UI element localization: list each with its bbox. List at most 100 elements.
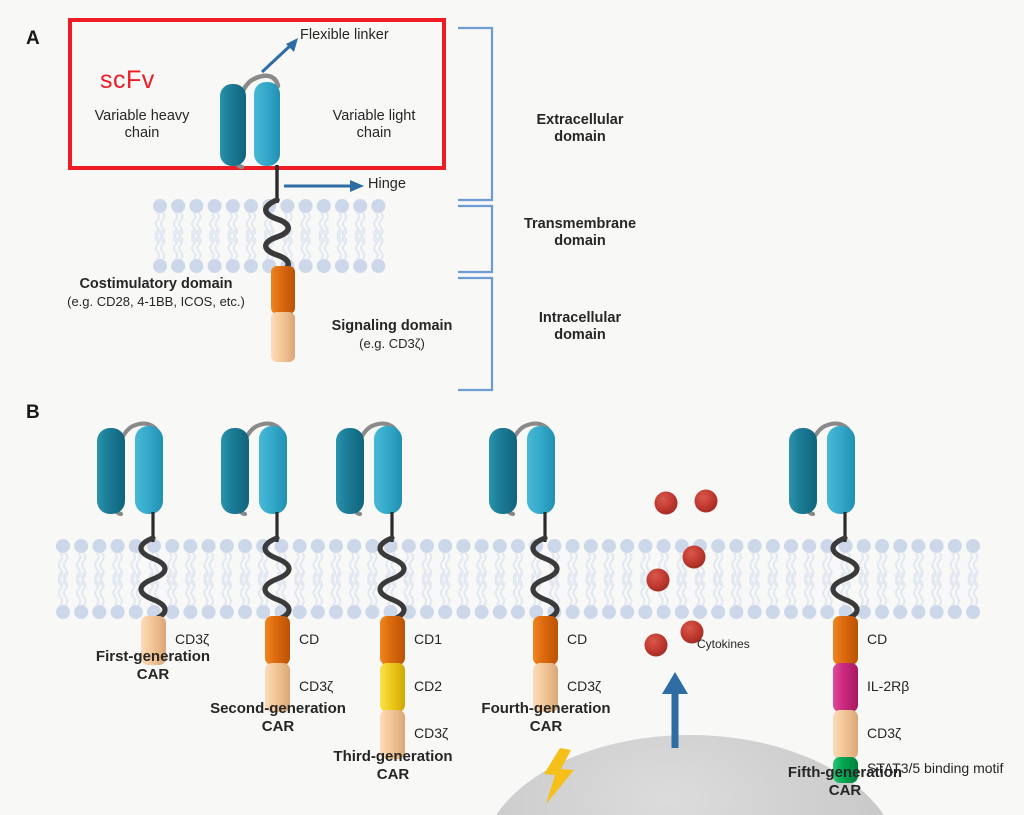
- flexible-linker-arrow: [260, 38, 298, 74]
- scfv-graphic: [336, 421, 402, 517]
- bracket-transmembrane: [458, 204, 494, 274]
- flexible-linker-label: Flexible linker: [300, 27, 389, 43]
- bracket-label-intracellular: Intracellular domain: [500, 310, 660, 344]
- scfv-graphic: [489, 421, 555, 517]
- cytokine-dots-group: [644, 489, 718, 657]
- intracellular-domain-stack: [532, 616, 558, 712]
- transmembrane-helix: [377, 535, 407, 623]
- variable-light-chain-barrel: [259, 426, 287, 514]
- intracellular-domains-panel-a: [271, 266, 295, 362]
- hinge-stalk-panel-a: [275, 165, 279, 203]
- panel-a-letter: A: [26, 28, 41, 49]
- domain-segment: [264, 616, 290, 665]
- transmembrane-line-1: Transmembrane: [523, 216, 637, 232]
- helix-coil: [530, 535, 560, 623]
- bracket-intracellular: [458, 276, 494, 392]
- domain-segment: [832, 710, 858, 759]
- domain-segment: [532, 616, 558, 665]
- cytokine-dot: [694, 489, 718, 513]
- scfv-graphic: [97, 421, 163, 517]
- variable-heavy-chain-barrel: [97, 428, 125, 514]
- membrane-panel-b: [56, 539, 980, 619]
- bracket-extracellular: [458, 26, 494, 202]
- variable-heavy-chain-barrel: [789, 428, 817, 514]
- cytokine-dot: [654, 491, 678, 515]
- scfv-highlight-box: [68, 18, 446, 170]
- domain-segment: [832, 663, 858, 712]
- costimulatory-title: Costimulatory domain: [79, 276, 233, 292]
- transmembrane-helix-panel-a: [263, 197, 291, 277]
- domain-segment: [532, 663, 558, 712]
- car-name-line-1: First-generation: [95, 648, 211, 665]
- variable-light-chain-barrel: [254, 82, 280, 166]
- car-name-line-2: CAR: [376, 765, 410, 783]
- domain-segment-label: IL-2Rβ: [867, 677, 910, 694]
- domain-segment-label: CD3ζ: [567, 677, 602, 694]
- intracellular-domain-stack: [264, 616, 290, 712]
- car-name-line-2: CAR: [828, 781, 862, 799]
- variable-heavy-chain-barrel: [489, 428, 517, 514]
- transmembrane-helix: [530, 535, 560, 623]
- car-name-line-2: CAR: [529, 717, 563, 735]
- domain-brackets: [458, 26, 494, 392]
- variable-light-chain-barrel: [827, 426, 855, 514]
- domain-segment-label: CD: [299, 630, 320, 647]
- scfv-graphic: [789, 421, 855, 517]
- hinge-arrow: [284, 180, 364, 192]
- bolt-shape: [544, 748, 574, 804]
- variable-light-chain-barrel: [527, 426, 555, 514]
- variable-heavy-chain-barrel: [221, 428, 249, 514]
- vl-line-2: chain: [356, 125, 392, 142]
- cytokine-dot: [680, 620, 704, 644]
- target-cell-body: [496, 735, 884, 815]
- vh-line-1: Variable heavy: [94, 108, 190, 124]
- variable-light-chain-barrel: [135, 426, 163, 514]
- domain-segment: [832, 616, 858, 665]
- intracellular-domain-stack: [379, 616, 405, 759]
- scfv-label: scFv: [100, 66, 155, 94]
- variable-light-chain-barrel: [374, 426, 402, 514]
- car-name-line-1: Third-generation: [333, 748, 453, 765]
- scfv-graphic: [221, 421, 287, 517]
- variable-heavy-chain-barrel: [336, 428, 364, 514]
- helix-coil: [377, 535, 407, 623]
- panel-b-letter: B: [26, 402, 41, 423]
- domain-segment-label: CD2: [414, 677, 443, 694]
- vl-line-1: Variable light: [332, 108, 416, 124]
- domain-segment-label: CD3ζ: [175, 630, 210, 647]
- domain-segment-label: CD3ζ: [299, 677, 334, 694]
- hinge-label: Hinge: [368, 176, 406, 192]
- transmembrane-line-2: domain: [554, 233, 606, 250]
- extracellular-line-2: domain: [554, 129, 606, 146]
- domain-segment: [140, 616, 166, 665]
- car-name-line-2: CAR: [136, 665, 170, 683]
- transmembrane-helix: [138, 535, 168, 623]
- activation-arrow: [662, 672, 688, 748]
- domain-segment: [832, 757, 858, 783]
- car-name-line-1: Fifth-generation: [787, 764, 903, 781]
- costimulatory-domain-block: [271, 266, 295, 314]
- helix-coil: [263, 197, 291, 277]
- helix-coil: [830, 535, 860, 623]
- vh-line-2: chain: [124, 125, 160, 142]
- intracellular-line-2: domain: [554, 327, 606, 344]
- bracket-label-extracellular: Extracellular domain: [500, 112, 660, 146]
- costimulatory-domain-label: Costimulatory domain (e.g. CD28, 4-1BB, …: [44, 276, 268, 309]
- domain-segment-label: CD: [567, 630, 588, 647]
- cytokine-dot: [682, 545, 706, 569]
- car-name-line-1: Second-generation: [210, 700, 346, 717]
- car-name-line-1: Fourth-generation: [481, 700, 611, 717]
- cytokines-label: Cytokines: [697, 637, 750, 651]
- domain-segment: [264, 663, 290, 712]
- domain-segment: [379, 710, 405, 759]
- domain-segment-label: CD3ζ: [414, 724, 449, 741]
- cytokine-dot: [646, 568, 670, 592]
- helix-coil: [262, 535, 292, 623]
- transmembrane-helix: [262, 535, 292, 623]
- signaling-title: Signaling domain: [331, 318, 453, 334]
- helix-coil: [138, 535, 168, 623]
